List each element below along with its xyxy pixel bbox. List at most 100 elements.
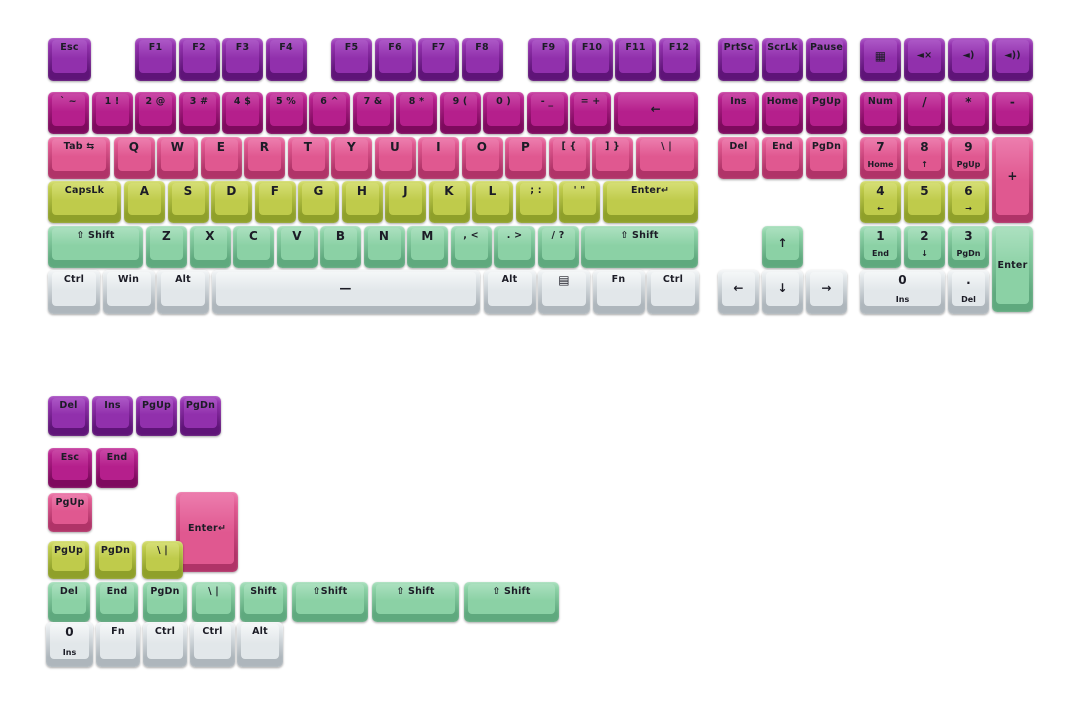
- keycap-top-face: 4 $: [226, 94, 259, 126]
- keycap-y: Y: [331, 136, 372, 179]
- keycap-top-face: R: [248, 138, 281, 171]
- keycap-top-face: Fn: [596, 272, 641, 306]
- keycap-legend: 7 &: [363, 96, 383, 107]
- keycap-extra-pgup-pink: PgUp: [48, 493, 92, 532]
- keycap-prtsc: PrtSc: [718, 38, 759, 81]
- keycap-legend: 2 @: [145, 96, 166, 107]
- keycap-top-face: 2↓: [908, 227, 941, 260]
- keycap-legend: ▤: [558, 273, 570, 287]
- keycap-top-face: K: [432, 183, 466, 215]
- keycap-n: N: [363, 225, 405, 268]
- keycap-np-4: 4←: [860, 181, 901, 223]
- keycap-top-face: H: [345, 183, 379, 215]
- keycap-top-face: Enter: [996, 227, 1029, 304]
- keycap-top-face: Shift: [244, 584, 283, 614]
- keycap-legend: Tab ⇆: [63, 140, 95, 152]
- keycap-top-face: E: [204, 138, 238, 171]
- keycap-h: H: [341, 181, 383, 223]
- keycap-pgdn: PgDn: [806, 136, 847, 179]
- keycap-legend: ⇧ Shift: [620, 229, 659, 241]
- keycap-arrow-right: →: [806, 270, 847, 314]
- keycap-top-face: = +: [574, 94, 607, 126]
- keycap-legend: O: [476, 139, 488, 154]
- keycap-volume-up: ◄)): [992, 38, 1033, 81]
- keycap-legend: Ins: [104, 400, 121, 411]
- keycap-legend: ' ": [573, 185, 586, 196]
- keycap-top-face: Del: [722, 138, 755, 171]
- keycap-top-face: F7: [422, 40, 455, 73]
- keycap-top-face: ↑: [766, 227, 799, 260]
- keycap-extra-backslash-green: \ |: [192, 582, 235, 622]
- keycap-top-face: End: [100, 450, 134, 480]
- keycap-sub-legend: ↑: [921, 159, 928, 169]
- keycap-sub-legend: Del: [961, 295, 976, 304]
- keycap-t: T: [287, 136, 329, 179]
- keycap-top-face: ] }: [596, 138, 629, 171]
- keycap-top-face: F2: [182, 40, 216, 73]
- keycap-extra-pgdn-green: PgDn: [143, 582, 187, 622]
- keycap-top-face: Pause: [810, 40, 843, 73]
- keycap-legend: Ctrl: [63, 274, 85, 285]
- keycap-f: F: [254, 181, 296, 223]
- keycap-f1: F1: [135, 38, 176, 81]
- keycap-legend: Esc: [60, 452, 80, 463]
- keycap-top-face: Ins: [96, 398, 129, 428]
- keycap-top-face: 2 @: [139, 94, 172, 126]
- keycap-extra-alt-white: Alt: [237, 622, 283, 667]
- keycap-legend: J: [403, 184, 408, 198]
- keycap-extra-shift-medium-green: ⇧ Shift: [372, 582, 459, 622]
- keycap-legend: End: [106, 586, 128, 597]
- keycap-top-face: Enter↵: [606, 183, 694, 215]
- keycap-legend: Del: [729, 140, 748, 152]
- keycap-extra-esc-magenta: Esc: [48, 448, 92, 488]
- keycap-legend: Esc: [60, 42, 79, 53]
- keycap-legend: - _: [540, 96, 554, 107]
- keycap-top-face: U: [378, 138, 412, 171]
- keycap-top-face: ' ": [563, 183, 596, 215]
- keycap-j: J: [385, 181, 426, 223]
- keycap-a: A: [124, 181, 165, 223]
- keycap-top-face: \ |: [639, 138, 694, 171]
- keycap-legend: Enter↵: [187, 522, 227, 534]
- keycap-legend: T: [303, 139, 313, 154]
- keycap-legend: 1: [876, 228, 885, 243]
- keycap-legend: Alt: [175, 274, 191, 285]
- keycap-legend: *: [965, 95, 972, 109]
- keycap-lshift: ⇧ Shift: [48, 225, 143, 268]
- keycap-legend: Home: [766, 96, 799, 107]
- keycap-0: 0 ): [483, 92, 524, 134]
- keycap-top-face: PgDn: [147, 584, 183, 614]
- keycap-top-face: 1 !: [95, 94, 129, 126]
- keycap-np-2: 2↓: [904, 225, 945, 268]
- keycap-legend: F5: [344, 42, 359, 53]
- keycap-top-face: ↓: [766, 272, 799, 306]
- keycap-legend: PgDn: [185, 400, 216, 411]
- keycap-numlock: Num: [860, 92, 901, 134]
- keycap-legend: . >: [506, 229, 523, 241]
- keycap-legend: F3: [235, 42, 250, 53]
- keycap-calculator: ▦: [860, 38, 901, 81]
- keycap-b: B: [320, 225, 361, 268]
- keycap-legend: .: [966, 273, 971, 287]
- keycap-d: D: [211, 181, 252, 223]
- keycap-top-face: \ |: [146, 543, 179, 571]
- keycap-7: 7 &: [352, 92, 394, 134]
- keycap-top-face: CapsLk: [52, 183, 117, 215]
- keycap-capslock: CapsLk: [48, 181, 121, 223]
- keycap-top-face: Alt: [241, 624, 279, 659]
- keycap-legend: H: [356, 184, 368, 198]
- keycap-lbracket: [ {: [548, 136, 590, 179]
- keycap-extra-del-green: Del: [48, 582, 90, 622]
- keycap-f3: F3: [222, 38, 263, 81]
- keycap-top-face: Fn: [100, 624, 136, 659]
- keycap-top-face: PgDn: [184, 398, 217, 428]
- keycap-u: U: [374, 136, 416, 179]
- keycap-f11: F11: [615, 38, 656, 81]
- keycap-legend: Pause: [810, 42, 843, 53]
- keycap-q: Q: [113, 136, 155, 179]
